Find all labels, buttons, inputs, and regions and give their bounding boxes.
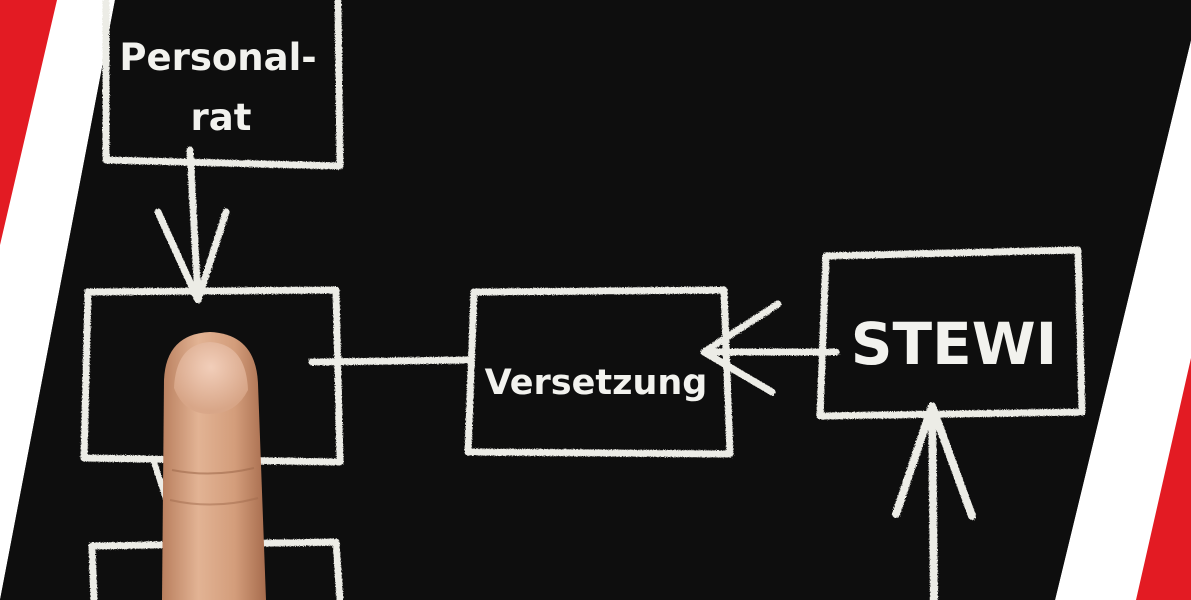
label-personalrat-line1: Personal- — [119, 36, 316, 79]
red-accent-left — [0, 0, 57, 245]
red-accent-right — [1136, 358, 1191, 600]
label-personalrat-line2: rat — [191, 96, 252, 139]
label-versetzung: Versetzung — [485, 363, 708, 403]
connector-center-versetzung — [312, 360, 470, 362]
label-stewi: STEWI — [851, 310, 1058, 378]
pointing-finger-icon — [162, 332, 266, 600]
